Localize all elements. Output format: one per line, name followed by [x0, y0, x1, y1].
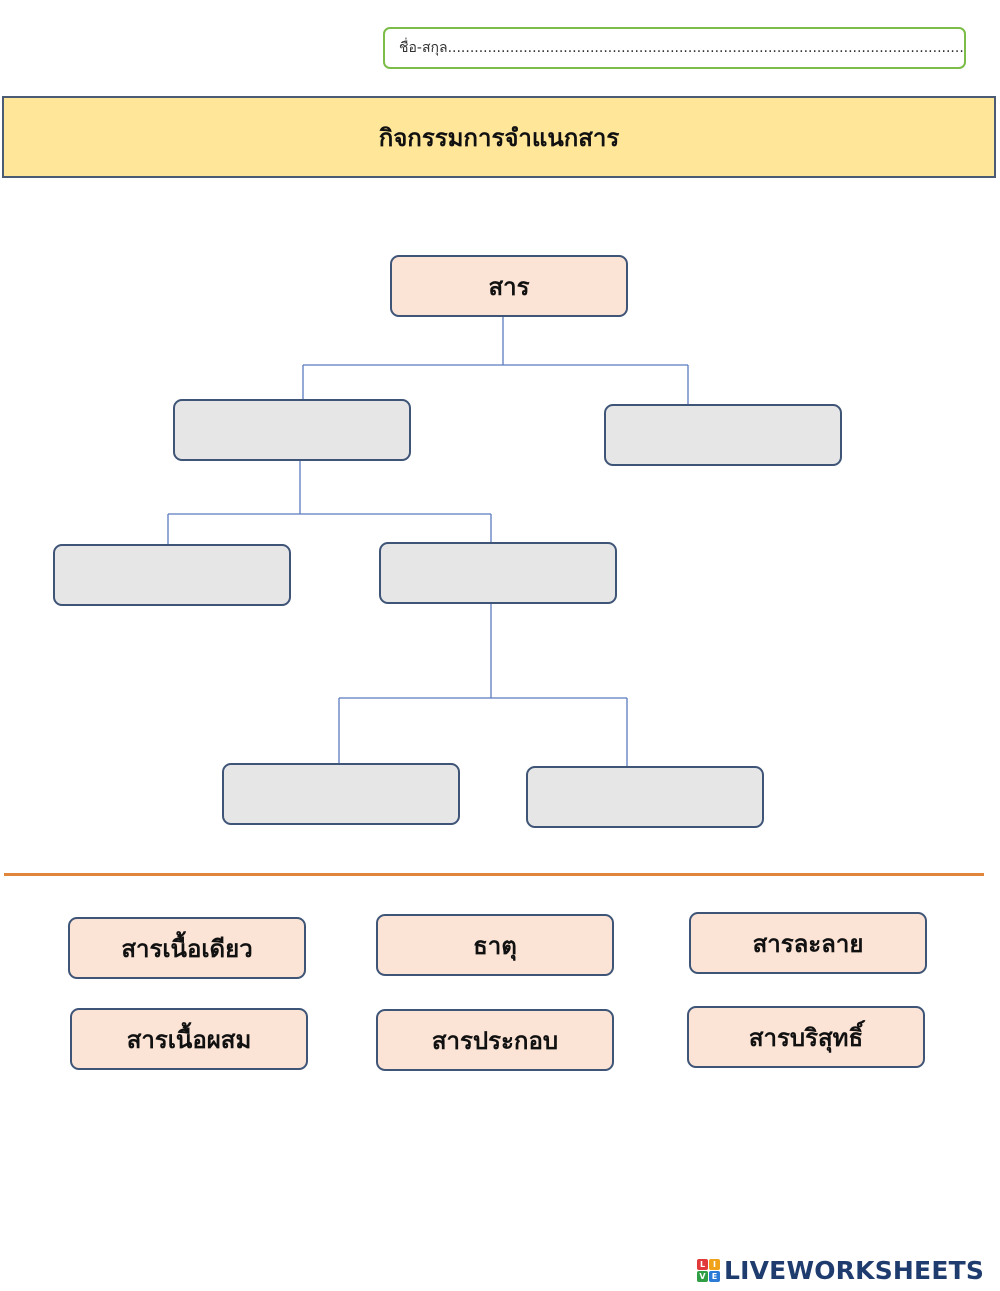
brand-text: LIVEWORKSHEETS: [724, 1255, 985, 1285]
tree-root-box: สาร: [390, 255, 628, 317]
tree-root-label: สาร: [488, 272, 530, 301]
drop-zone-1[interactable]: [173, 399, 411, 461]
drop-zone-5[interactable]: [222, 763, 460, 825]
liveworksheets-logo-icon: L I V E: [697, 1258, 720, 1282]
name-field[interactable]: ชื่อ-สกุล...............................…: [383, 27, 966, 69]
word-card-compound[interactable]: สารประกอบ: [376, 1009, 614, 1071]
page-title-banner: กิจกรรมการจำแนกสาร: [2, 96, 996, 178]
connector-root: [302, 316, 689, 404]
word-card-homogeneous[interactable]: สารเนื้อเดียว: [68, 917, 306, 979]
liveworksheets-brand: L I V E LIVEWORKSHEETS: [697, 1255, 984, 1285]
word-card-element[interactable]: ธาตุ: [376, 914, 614, 976]
word-card-pure-substance[interactable]: สารบริสุทธิ์: [687, 1006, 925, 1068]
drop-zone-2[interactable]: [604, 404, 842, 466]
drop-zone-4[interactable]: [379, 542, 617, 604]
drop-zone-6[interactable]: [526, 766, 764, 828]
section-divider: [4, 873, 984, 876]
word-card-solution[interactable]: สารละลาย: [689, 912, 927, 974]
word-card-heterogeneous[interactable]: สารเนื้อผสม: [70, 1008, 308, 1070]
connector-left: [167, 460, 492, 544]
drop-zone-3[interactable]: [53, 544, 291, 606]
tree-connectors: [167, 316, 689, 766]
connector-mid: [338, 603, 628, 766]
page-title: กิจกรรมการจำแนกสาร: [378, 123, 620, 152]
